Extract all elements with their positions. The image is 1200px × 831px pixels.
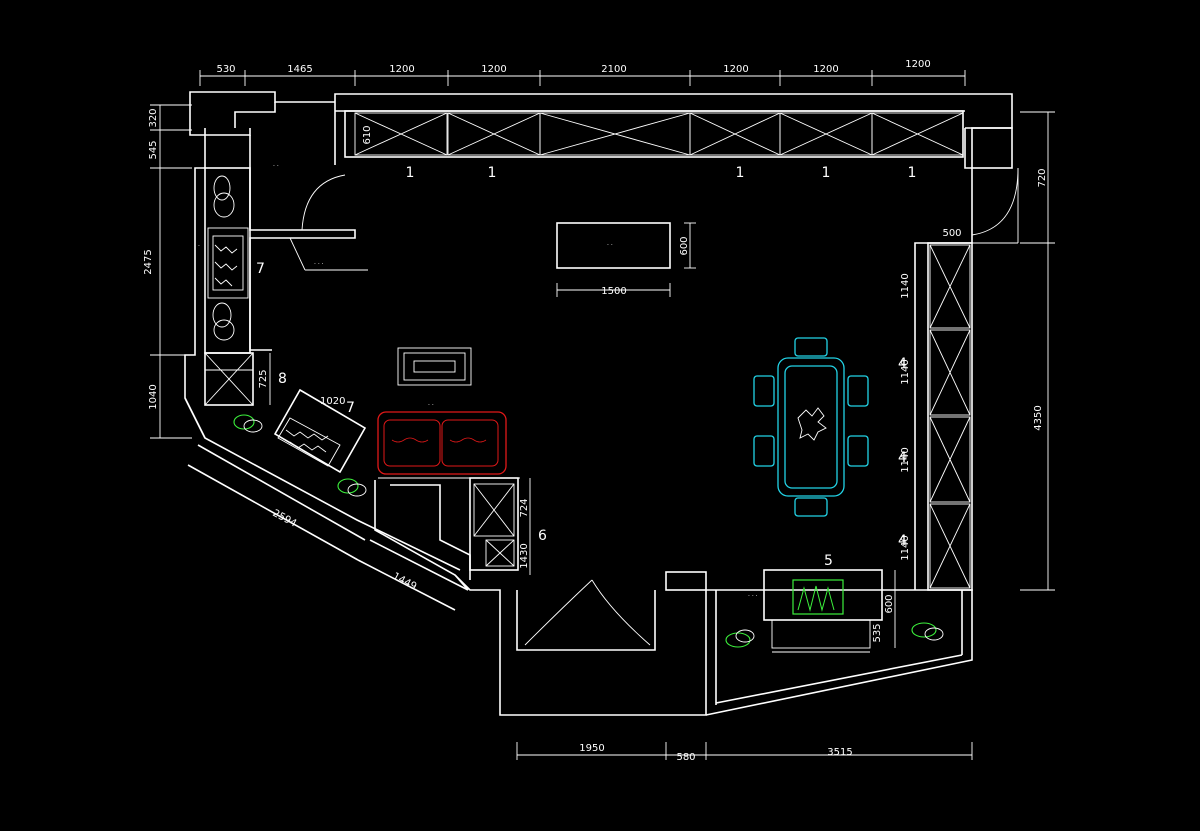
walls: · · · · ·	[184, 91, 1019, 716]
coffee-table	[397, 347, 472, 386]
reception-counter: 5 600 535 · · ·	[748, 553, 896, 653]
center-island: 1500 600 · ·	[556, 222, 696, 297]
label-counter-5: 5	[824, 553, 833, 569]
dim-island-width: 1500	[601, 286, 626, 297]
dim-display-height: 1430	[519, 543, 530, 568]
tag-island: · ·	[607, 242, 613, 249]
dim-left-1: 320	[148, 108, 159, 127]
top-dimension-chain: 530 1465 1200 1200 2100 1200 1200 1200	[199, 59, 966, 86]
display-unit-6: 724 1430 6	[469, 477, 547, 575]
dim-side-1: 1140	[900, 273, 911, 298]
dim-cabinet-depth: 610	[362, 125, 373, 144]
tag-partition: · · ·	[314, 261, 324, 268]
sofa	[377, 411, 507, 475]
tag-counter: · · ·	[748, 593, 758, 600]
dim-right-2: 4350	[1033, 405, 1044, 430]
bottom-dimension-chain: 1950 580 3515	[516, 742, 973, 763]
label-angled-7: 7	[346, 400, 355, 416]
label-cabinet-1c: 1	[736, 165, 745, 181]
left-lower-unit: 725 8	[204, 352, 287, 406]
dim-diagonal-2: 1449	[391, 571, 419, 593]
dim-island-height: 600	[679, 236, 690, 255]
label-cabinet-1a: 1	[406, 165, 415, 181]
tag-corner: · ·	[273, 163, 279, 170]
right-dimension-chain: 720 4350	[1020, 111, 1055, 591]
dim-bottom-2: 580	[676, 752, 695, 763]
dim-top-2: 1465	[287, 64, 312, 75]
dim-top-4: 1200	[481, 64, 506, 75]
dim-top-6: 1200	[723, 64, 748, 75]
dim-counter-v2: 535	[872, 623, 883, 642]
dining-table	[753, 337, 869, 517]
dim-top-7: 1200	[813, 64, 838, 75]
dim-diagonal-1: 2594	[271, 508, 299, 530]
plant-icon	[725, 629, 755, 648]
plants	[233, 414, 944, 648]
dim-side-4: 1140	[900, 535, 911, 560]
left-dimension-chain: 320 545 2475 1040	[143, 104, 192, 439]
dim-bottom-3: 3515	[827, 747, 852, 758]
dim-left-unit: 725	[258, 369, 269, 388]
dim-counter-v: 600	[884, 594, 895, 613]
dim-left-3: 2475	[143, 249, 154, 274]
dim-top-5: 2100	[601, 64, 626, 75]
top-cabinet-row: 610 1 1 1 1 1	[344, 110, 964, 181]
label-unit-8: 8	[278, 371, 287, 387]
right-cabinet-column: 1140 1140 1140 1140 500 4 4 4	[898, 228, 973, 591]
label-cabinet-1d: 1	[822, 165, 831, 181]
dim-left-2: 545	[148, 140, 159, 159]
label-cabinet-1b: 1	[488, 165, 497, 181]
dim-side-2: 1140	[900, 359, 911, 384]
dim-right-1: 720	[1037, 168, 1048, 187]
plant-icon	[233, 414, 263, 433]
dim-display-width: 724	[519, 498, 530, 517]
angled-display: 1020 7	[273, 388, 367, 474]
tag-left-strip: ·	[198, 243, 200, 250]
dim-top-1: 530	[216, 64, 235, 75]
dim-angled: 1020	[320, 396, 345, 407]
dim-left-4: 1040	[148, 384, 159, 409]
label-cabinet-1e: 1	[908, 165, 917, 181]
label-side-4c: 4	[898, 533, 907, 549]
plant-icon	[337, 478, 367, 497]
label-side-4b: 4	[898, 450, 907, 466]
dim-top-8: 1200	[905, 59, 930, 70]
tag-sofa: · ·	[428, 402, 434, 409]
dim-side-width: 500	[942, 228, 961, 239]
left-kitchen-strip: 7 ·	[198, 167, 265, 354]
label-display-6: 6	[538, 528, 547, 544]
label-kitchen-7: 7	[256, 261, 265, 277]
plant-icon	[911, 622, 944, 641]
label-side-4a: 4	[898, 356, 907, 372]
dim-top-3: 1200	[389, 64, 414, 75]
diagonal-dimensions: 2594 1449	[271, 508, 419, 593]
dim-bottom-1: 1950	[579, 743, 604, 754]
dim-side-3: 1140	[900, 447, 911, 472]
living-area: · ·	[377, 347, 520, 479]
